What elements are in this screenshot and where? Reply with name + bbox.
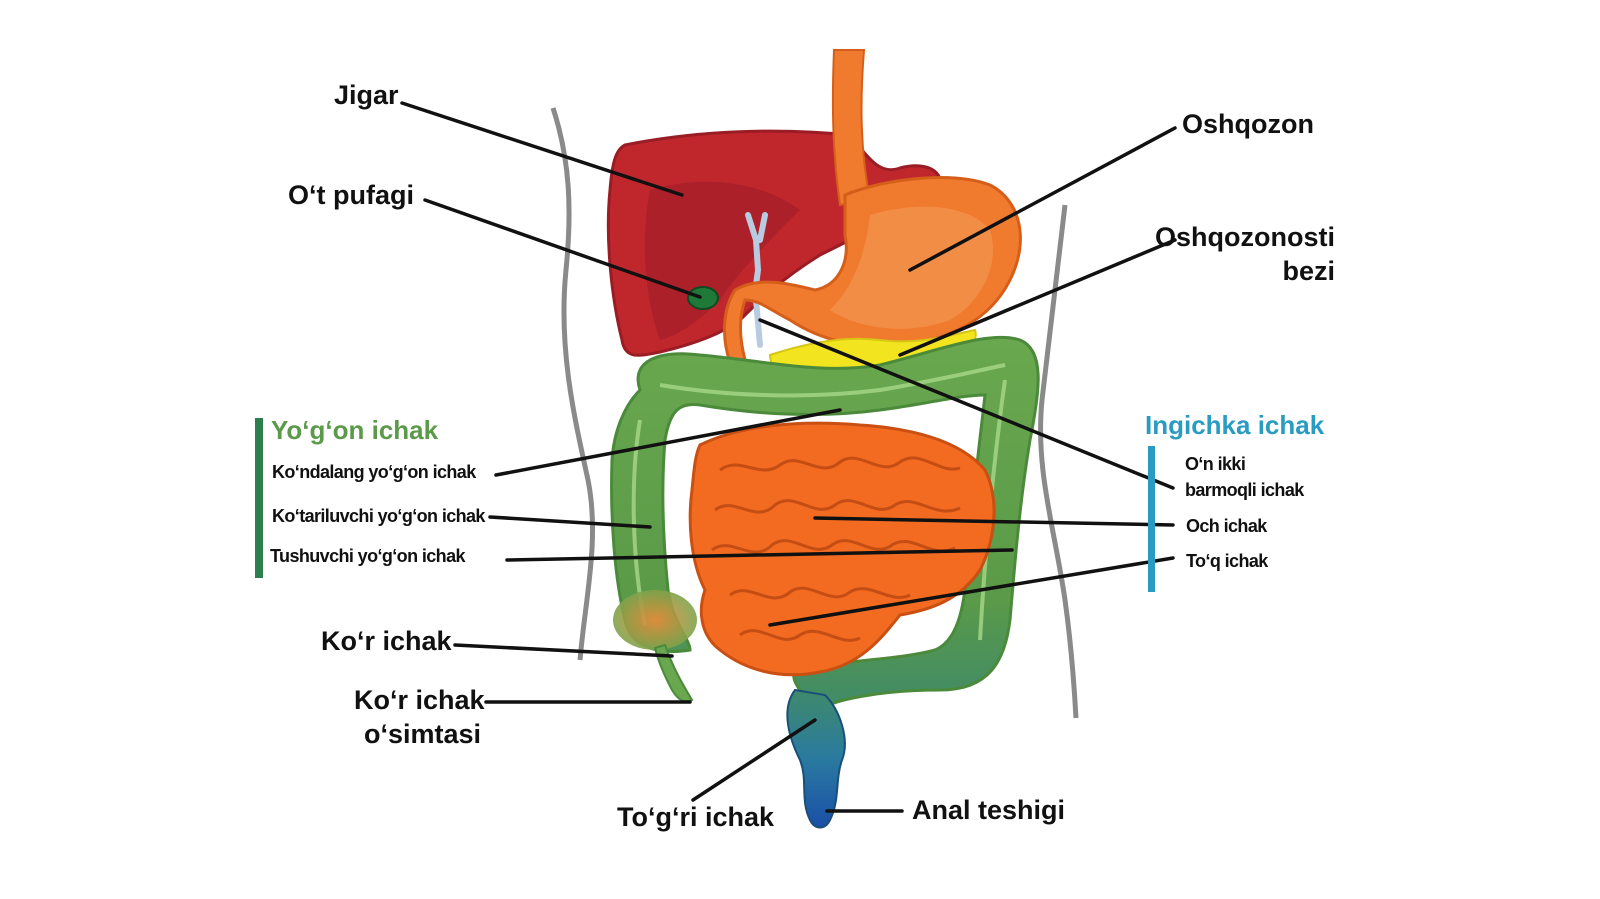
small-intestine-heading: Ingichka ichak: [1145, 410, 1325, 440]
line-kondalang: [494, 408, 842, 477]
label-kor-ichak: Ko‘r ichak: [321, 626, 452, 656]
label-anal-teshigi: Anal teshigi: [912, 795, 1066, 825]
large-intestine-heading: Yo‘g‘on ichak: [271, 415, 439, 445]
line-togri-ichak: [691, 718, 817, 802]
line-kotariluvchi: [488, 515, 652, 529]
label-kor-osimta-1: Ko‘r ichak: [354, 685, 485, 715]
line-jigar: [400, 101, 684, 197]
esophagus-shape: [831, 49, 872, 207]
label-kor-osimta-2: o‘simtasi: [364, 719, 482, 749]
small-intestine-item-2: Och ichak: [1186, 516, 1267, 536]
small-intestine-item-1a: O‘n ikki: [1185, 454, 1246, 474]
large-intestine-item-3: Tushuvchi yo‘g‘on ichak: [270, 546, 466, 566]
small-intestine-item-3: To‘q ichak: [1186, 551, 1268, 571]
label-oshqozon: Oshqozon: [1182, 109, 1314, 139]
label-ot-pufagi: O‘t pufagi: [288, 180, 414, 210]
line-och-ichak: [813, 516, 1175, 527]
line-on-ikki: [758, 318, 1175, 490]
body-outline-right: [1038, 204, 1079, 719]
appendix-shape: [653, 643, 694, 703]
label-jigar: Jigar: [334, 80, 399, 110]
small-intestine-item-1b: barmoqli ichak: [1185, 480, 1304, 500]
label-oshqozonosti-2: bezi: [1282, 256, 1335, 286]
large-intestine-item-1: Ko‘ndalang yo‘g‘on ichak: [272, 462, 476, 482]
small-intestine-bar: [1148, 446, 1155, 592]
large-intestine-bar: [255, 418, 263, 578]
line-toq-ichak: [768, 556, 1175, 627]
line-oshqozon: [908, 126, 1177, 272]
label-togri-ichak: To‘g‘ri ichak: [617, 802, 775, 832]
gallbladder-shape: [687, 286, 719, 310]
small-intestine-coils: [711, 456, 961, 642]
rectum-shape: [786, 688, 846, 829]
line-tushuvchi: [505, 548, 1014, 562]
small-intestine-shape: [688, 421, 996, 677]
line-oshqozonosti: [898, 238, 1177, 357]
pointer-lines: [400, 101, 1177, 813]
body-outline-left: [550, 107, 596, 661]
label-oshqozonosti-1: Oshqozonosti: [1155, 222, 1335, 252]
large-intestine-item-2: Ko‘tariluvchi yo‘g‘on ichak: [272, 506, 485, 526]
cecum-shape: [613, 590, 697, 650]
line-kor-ichak: [453, 643, 674, 658]
line-ot-pufagi: [423, 198, 702, 299]
